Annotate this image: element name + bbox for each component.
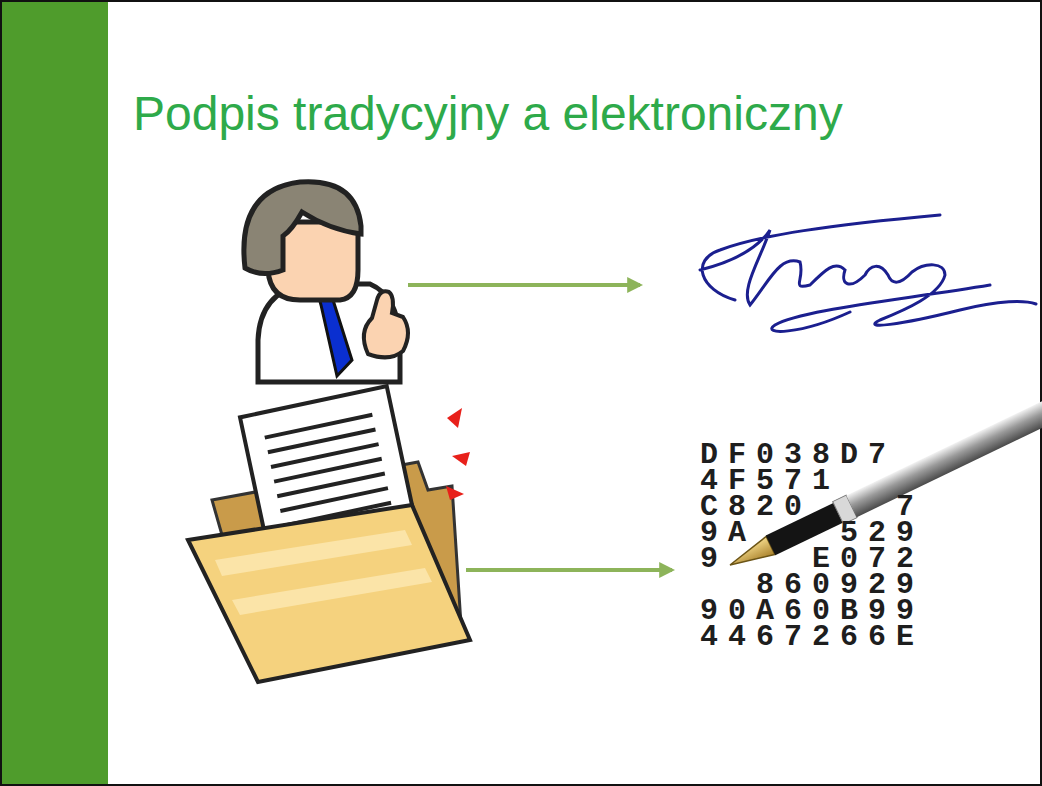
folder-front bbox=[188, 505, 470, 682]
alert-mark bbox=[452, 452, 470, 466]
hex-digits: 529 bbox=[840, 520, 924, 546]
folder-icon bbox=[188, 386, 470, 682]
person-icon bbox=[244, 182, 408, 382]
arrow bbox=[466, 568, 672, 572]
person-thumb bbox=[364, 291, 408, 357]
hex-digits: 9A bbox=[700, 520, 756, 546]
side-bar bbox=[0, 0, 108, 786]
signature-scribble bbox=[700, 215, 1036, 331]
alert-mark bbox=[446, 486, 464, 500]
folder-highlight bbox=[215, 530, 412, 576]
hex-digits: 4F571 bbox=[700, 468, 840, 494]
alert-mark bbox=[447, 408, 462, 428]
hex-digits: DF038D7 bbox=[700, 442, 896, 468]
arrow bbox=[408, 283, 640, 287]
hex-digits: 9 bbox=[700, 546, 728, 572]
person-hair bbox=[244, 182, 361, 274]
hex-digits: 7 bbox=[896, 494, 924, 520]
hex-digits: 860929 bbox=[756, 572, 924, 598]
hex-digits: 4467266E bbox=[700, 624, 924, 650]
hex-digits: C820 bbox=[700, 494, 812, 520]
folder-highlight bbox=[232, 568, 432, 615]
slide-title: Podpis tradycyjny a elektroniczny bbox=[133, 88, 843, 141]
hex-digits: 90A60B99 bbox=[700, 598, 924, 624]
hex-digits: E072 bbox=[812, 546, 924, 572]
